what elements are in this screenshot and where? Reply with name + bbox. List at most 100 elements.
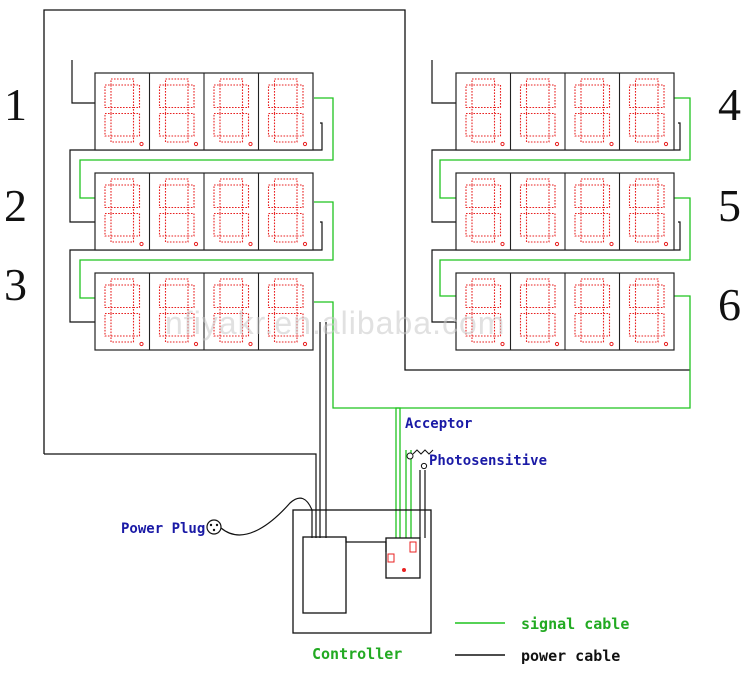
decimal-point — [302, 341, 308, 347]
controller-label: Controller — [312, 645, 403, 663]
digit-segment — [187, 312, 195, 337]
digit-segment — [273, 306, 298, 315]
decimal-point — [663, 241, 669, 247]
digit-segment — [525, 135, 550, 143]
digit-segment — [657, 112, 665, 137]
digit-segment — [525, 178, 550, 186]
decimal-point — [554, 341, 560, 347]
legend-signal-label: signal cable — [521, 615, 630, 633]
left-enclosure — [43, 9, 690, 454]
digit-cell — [465, 78, 505, 147]
digit-segment — [580, 106, 605, 115]
digit-segment — [213, 184, 221, 209]
digit-segment — [602, 184, 611, 209]
row-number-2: 2 — [4, 180, 27, 231]
digit-segment — [574, 312, 582, 337]
digit-segment — [634, 78, 659, 86]
digit-segment — [296, 284, 304, 309]
controller-box — [292, 509, 432, 634]
digit-segment — [132, 312, 141, 337]
digit-segment — [158, 112, 167, 137]
decimal-point — [193, 141, 199, 147]
decimal-point — [139, 341, 144, 347]
digit-cell — [509, 273, 560, 350]
digit-segment — [213, 284, 221, 309]
decimal-point — [248, 241, 253, 247]
watermark: nfiyakr.en.alibaba.com — [165, 305, 506, 341]
digit-segment — [164, 306, 189, 315]
digit-segment — [164, 235, 189, 243]
row-number-4: 4 — [718, 79, 741, 130]
digit-cell — [618, 273, 669, 350]
digit-segment — [219, 335, 244, 343]
digit-segment — [241, 184, 250, 209]
digit-cell — [564, 273, 614, 350]
digit-segment — [548, 184, 556, 209]
control-board — [385, 537, 421, 579]
digit-segment — [634, 235, 659, 243]
digit-cell — [104, 178, 144, 247]
digit-segment — [164, 178, 189, 186]
digit-segment — [465, 112, 473, 137]
digit-segment — [471, 235, 496, 243]
digit-segment — [493, 84, 502, 109]
digit-segment — [493, 284, 502, 309]
digit-segment — [110, 235, 135, 243]
digit-segment — [219, 178, 244, 186]
digit-cell — [203, 173, 253, 250]
digit-segment — [628, 84, 637, 109]
digit-segment — [657, 184, 665, 209]
plug-pin — [215, 523, 219, 527]
digit-segment — [574, 112, 582, 137]
decimal-point — [609, 341, 614, 347]
digit-segment — [519, 284, 528, 309]
digit-segment — [548, 84, 556, 109]
digit-segment — [273, 206, 298, 215]
decimal-point — [193, 341, 199, 347]
digit-segment — [187, 184, 195, 209]
digit-cell — [203, 73, 253, 150]
digit-cell — [509, 73, 560, 150]
digit-segment — [104, 284, 112, 309]
digit-segment — [187, 84, 195, 109]
digit-segment — [164, 135, 189, 143]
decimal-point — [663, 341, 669, 347]
digit-segment — [580, 278, 605, 286]
digit-segment — [187, 284, 195, 309]
digit-segment — [471, 335, 496, 343]
digit-segment — [213, 312, 221, 337]
digit-segment — [493, 212, 502, 237]
digit-segment — [465, 84, 473, 109]
decimal-point — [663, 141, 669, 147]
power-plug-label: Power Plug — [121, 521, 206, 537]
digit-segment — [219, 106, 244, 115]
digit-segment — [580, 306, 605, 315]
digit-segment — [273, 106, 298, 115]
digit-segment — [471, 106, 496, 115]
decimal-point — [500, 341, 505, 347]
digit-segment — [602, 312, 611, 337]
digit-segment — [110, 178, 135, 186]
digit-segment — [164, 78, 189, 86]
digit-segment — [493, 184, 502, 209]
digit-segment — [187, 212, 195, 237]
digit-segment — [267, 312, 276, 337]
digit-segment — [164, 335, 189, 343]
digit-segment — [241, 212, 250, 237]
digit-segment — [657, 84, 665, 109]
photosensor-icon — [420, 462, 428, 470]
digit-segment — [110, 206, 135, 215]
digit-segment — [219, 235, 244, 243]
legend-power-label: power cable — [521, 647, 621, 665]
digit-segment — [158, 184, 167, 209]
digit-segment — [267, 84, 276, 109]
digit-segment — [493, 312, 502, 337]
digit-cell — [104, 78, 144, 147]
digit-segment — [219, 306, 244, 315]
digit-segment — [525, 78, 550, 86]
digit-segment — [628, 212, 637, 237]
digit-segment — [580, 235, 605, 243]
digit-segment — [548, 312, 556, 337]
digit-segment — [657, 284, 665, 309]
